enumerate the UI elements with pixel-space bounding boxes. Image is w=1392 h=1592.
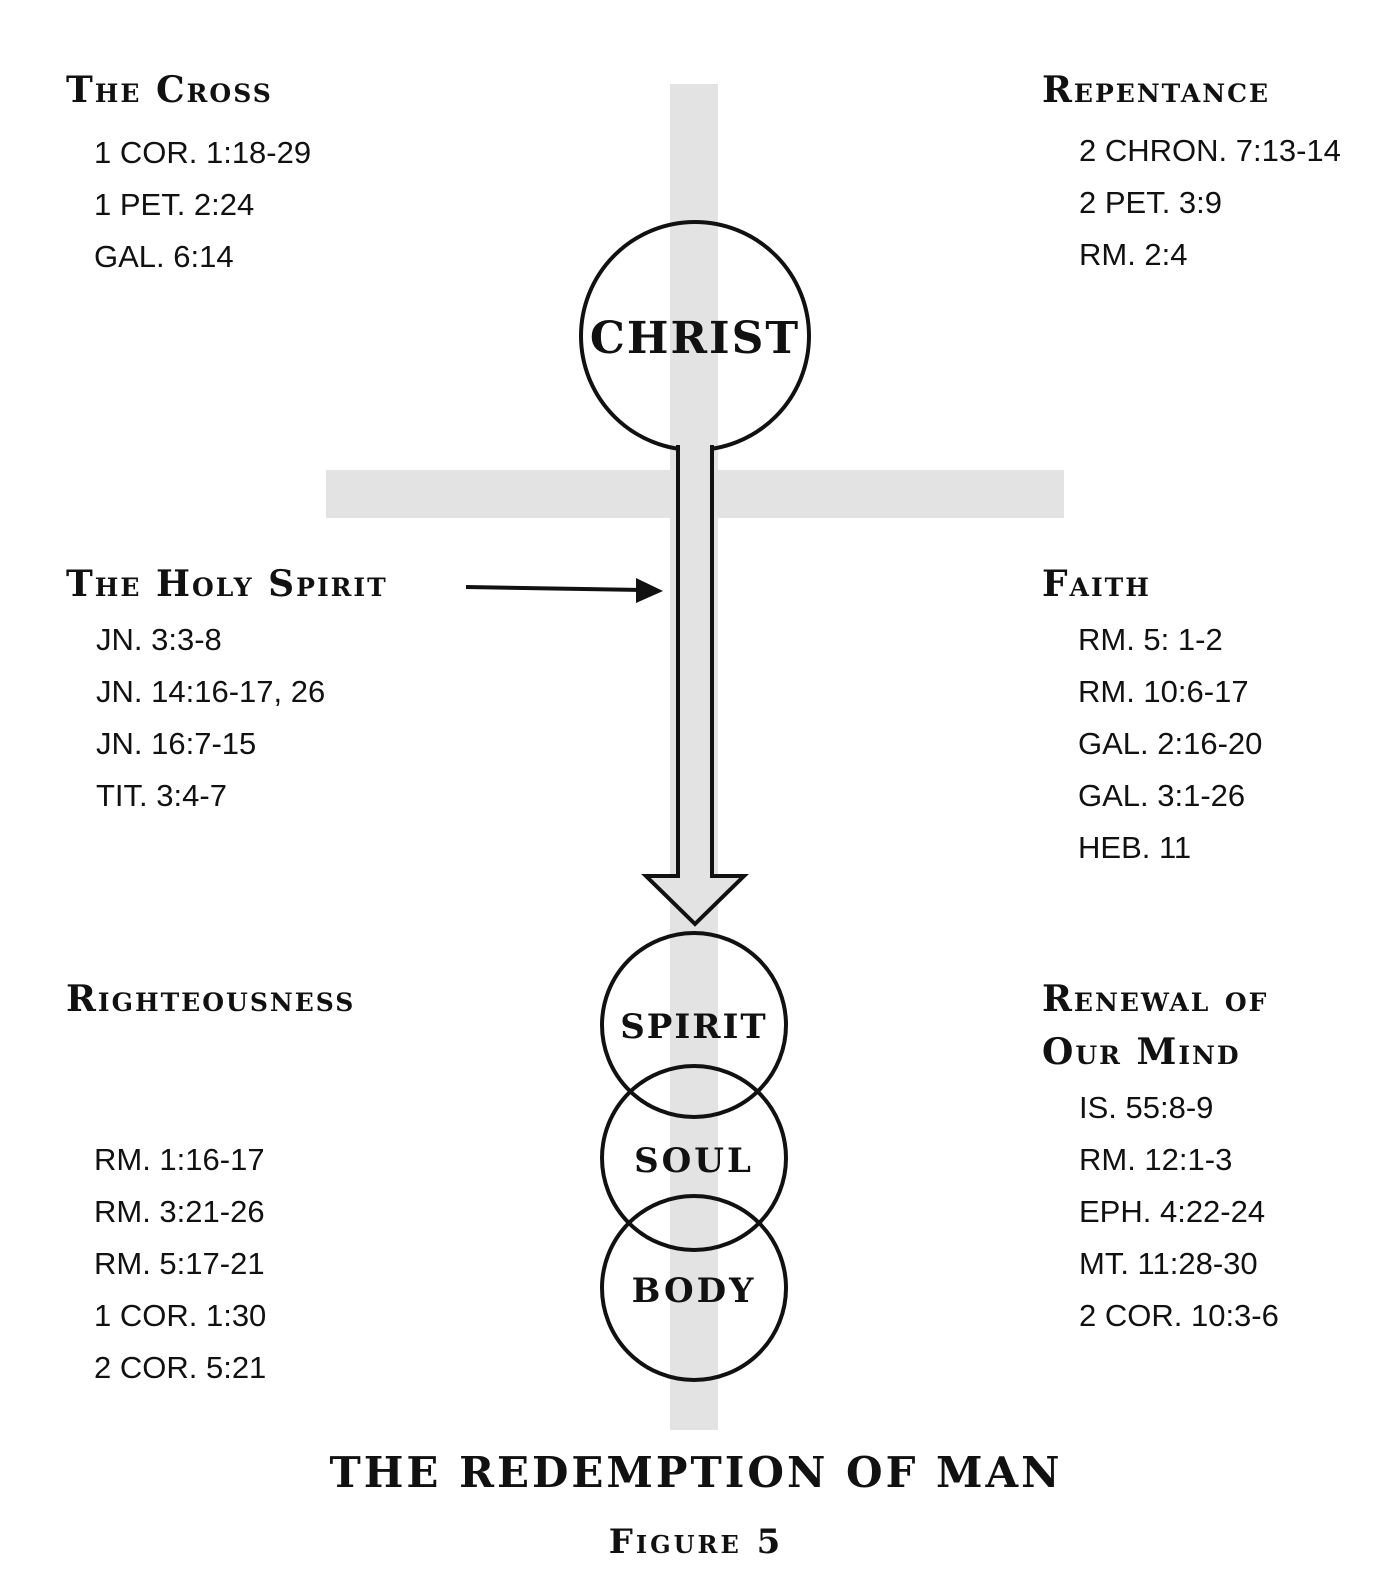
- faith-refs: RM. 5: 1-2 RM. 10:6-17 GAL. 2:16-20 GAL.…: [1078, 614, 1262, 874]
- ref-item: RM. 10:6-17: [1078, 674, 1249, 709]
- ref-item: GAL. 3:1-26: [1078, 778, 1246, 813]
- holy-spirit-pointer-arrowhead: [636, 578, 663, 603]
- ref-item: TIT. 3:4-7: [96, 778, 227, 813]
- ref-item: 2 COR. 5:21: [94, 1350, 267, 1385]
- down-arrow: [641, 445, 749, 927]
- ref-item: HEB. 11: [1078, 830, 1192, 865]
- holy-spirit-refs: JN. 3:3-8 JN. 14:16-17, 26 JN. 16:7-15 T…: [96, 614, 325, 822]
- body-circle: [600, 1194, 788, 1382]
- christ-label: CHRIST: [590, 313, 800, 364]
- ref-item: JN. 14:16-17, 26: [96, 674, 326, 709]
- ref-item: RM. 5: 1-2: [1078, 622, 1223, 657]
- ref-item: 2 PET. 3:9: [1079, 185, 1223, 220]
- repentance-heading: Repentance: [1042, 69, 1271, 111]
- renewal-refs: IS. 55:8-9 RM. 12:1-3 EPH. 4:22-24 MT. 1…: [1079, 1082, 1279, 1342]
- body-label: BODY: [632, 1271, 757, 1311]
- ref-item: RM. 1:16-17: [94, 1142, 265, 1177]
- spirit-circle: [600, 931, 788, 1119]
- ref-item: RM. 12:1-3: [1079, 1142, 1233, 1177]
- ref-item: IS. 55:8-9: [1079, 1090, 1214, 1125]
- ref-item: RM. 2:4: [1079, 237, 1188, 272]
- repentance-refs: 2 CHRON. 7:13-14 2 PET. 3:9 RM. 2:4: [1079, 125, 1341, 281]
- righteousness-heading: Righteousness: [66, 978, 356, 1020]
- righteousness-refs: RM. 1:16-17 RM. 3:21-26 RM. 5:17-21 1 CO…: [94, 1134, 266, 1394]
- ref-item: 2 COR. 10:3-6: [1079, 1298, 1279, 1333]
- spirit-label: SPIRIT: [620, 1007, 768, 1047]
- ref-item: JN. 3:3-8: [96, 622, 222, 657]
- ref-item: 1 COR. 1:30: [94, 1298, 267, 1333]
- ref-item: 1 PET. 2:24: [94, 187, 255, 222]
- soul-label: SOUL: [634, 1141, 754, 1181]
- ref-item: 1 COR. 1:18-29: [94, 135, 312, 170]
- ref-item: GAL. 6:14: [94, 239, 234, 274]
- ref-item: EPH. 4:22-24: [1079, 1194, 1266, 1229]
- renewal-heading-line1: Renewal of: [1042, 978, 1269, 1020]
- ref-item: GAL. 2:16-20: [1078, 726, 1263, 761]
- ref-item: 2 CHRON. 7:13-14: [1079, 133, 1341, 168]
- holy-spirit-pointer-line: [465, 585, 641, 592]
- soul-circle: [600, 1064, 788, 1252]
- ref-item: RM. 3:21-26: [94, 1194, 265, 1229]
- the-cross-heading: The Cross: [66, 69, 273, 111]
- holy-spirit-heading: The Holy Spirit: [66, 563, 388, 605]
- ref-item: JN. 16:7-15: [96, 726, 257, 761]
- faith-heading: Faith: [1042, 563, 1151, 605]
- diagram-title: THE REDEMPTION OF MAN: [329, 1448, 1063, 1497]
- renewal-heading-line2: Our Mind: [1042, 1031, 1241, 1073]
- ref-item: RM. 5:17-21: [94, 1246, 265, 1281]
- the-cross-refs: 1 COR. 1:18-29 1 PET. 2:24 GAL. 6:14: [94, 127, 311, 283]
- ref-item: MT. 11:28-30: [1079, 1246, 1258, 1281]
- figure-label: Figure 5: [608, 1522, 784, 1562]
